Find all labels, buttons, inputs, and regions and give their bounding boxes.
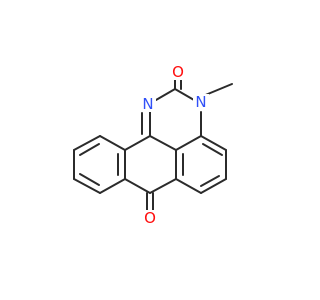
nitrogen-methyl: N [193, 93, 209, 111]
oxygen-top: O [170, 63, 186, 81]
atom-labels: O N N O [140, 63, 209, 227]
bond-c4 [124, 135, 151, 151]
atom-label-o-bottom: O [144, 209, 156, 227]
bond-r1 [200, 135, 227, 151]
bond-l2-double [79, 143, 100, 156]
atom-label-n-imine: N [142, 95, 153, 113]
bond-r3 [200, 178, 227, 194]
bond-r1-double [202, 143, 223, 156]
atom-label-n-methyl: N [195, 93, 206, 111]
bond-layer [73, 70, 233, 215]
bond-r4 [175, 178, 202, 194]
bond-c2-n3 [174, 88, 195, 101]
bond-c2-n1 [155, 88, 176, 101]
bond-c1 [149, 178, 177, 194]
bond-c9b-c6a [149, 135, 177, 151]
atom-label-o-top: O [172, 63, 184, 81]
bond-r3-double [200, 175, 220, 187]
bond-l5 [99, 178, 126, 194]
bond-l2 [73, 135, 101, 151]
bond-c3a-c6a [175, 135, 202, 151]
bond-l4 [73, 178, 101, 194]
oxygen-bottom: O [142, 209, 158, 227]
bond-c2 [124, 178, 151, 194]
nitrogen-imine: N [140, 95, 156, 113]
bond-l4-double [79, 173, 100, 186]
bond-l1 [99, 135, 126, 151]
molecule-structure-diagram: O N N O [73, 63, 233, 227]
